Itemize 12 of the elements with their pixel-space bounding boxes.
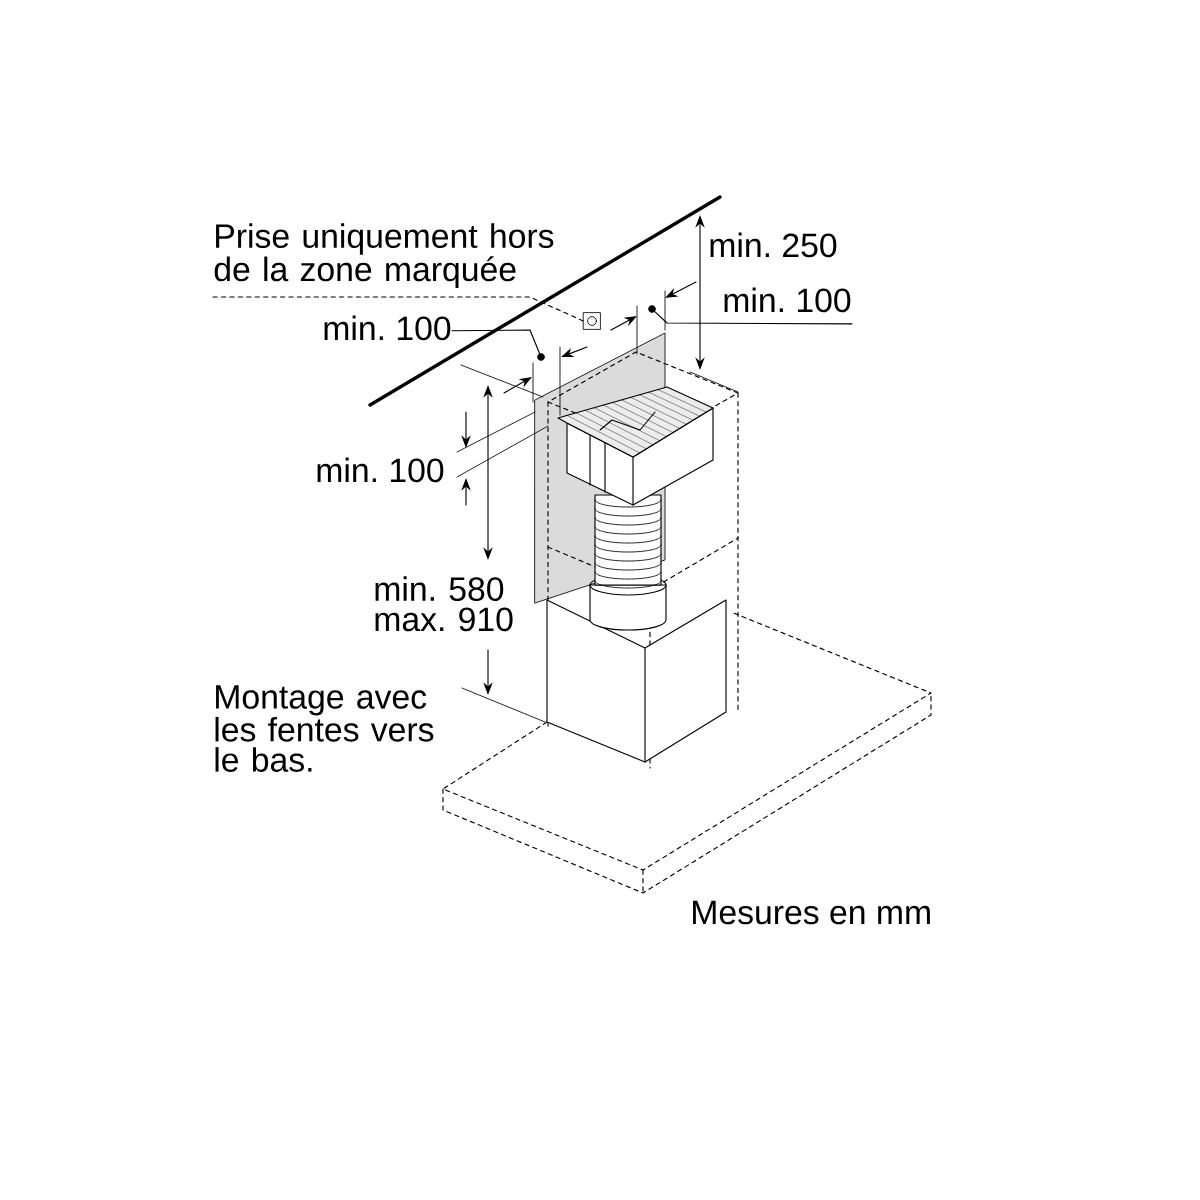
dimension-label: min. 580 max. 910 (375, 576, 513, 632)
dimension-label: min. 100 (317, 457, 444, 483)
note-text: Prise uniquement hors de la zone marquée (214, 223, 554, 288)
socket-symbol (583, 312, 601, 330)
note-text: Mesures en mm (693, 900, 930, 925)
note-text: Montage avec les fentes vers le bas. (215, 685, 434, 772)
note-text: min. 100 (324, 315, 451, 341)
dimension-label: min. 250 (710, 232, 837, 258)
leader-line (654, 311, 853, 325)
leader-line (451, 329, 541, 355)
note-text: min. 100 (724, 287, 851, 313)
leader-line (212, 296, 584, 322)
